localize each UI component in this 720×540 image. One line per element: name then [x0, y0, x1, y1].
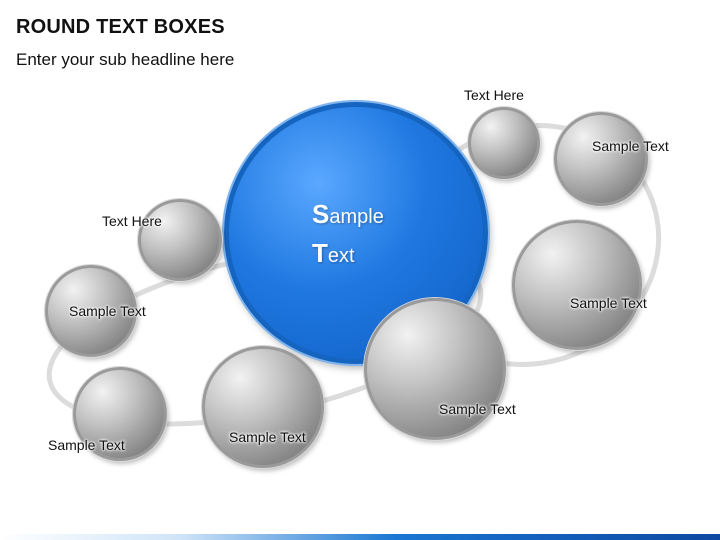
bubble-bottom-mid[interactable] — [202, 346, 324, 468]
bubble-bottom-left[interactable] — [73, 367, 167, 461]
bubble-label: Text Here — [102, 213, 162, 229]
bubble-left-mid[interactable] — [45, 265, 137, 357]
bubble-label: Sample Text — [592, 138, 669, 154]
footer-accent-bar — [0, 534, 720, 540]
bubble-bottom-center-large[interactable] — [364, 298, 506, 440]
slide-title: ROUND TEXT BOXES — [16, 16, 225, 38]
bubble-right-large[interactable] — [512, 220, 642, 350]
bubble-label: Sample Text — [570, 295, 647, 311]
bubble-label: Sample Text — [439, 401, 516, 417]
center-circle-text: Sample Text — [312, 199, 384, 268]
bubble-label: Sample Text — [69, 303, 146, 319]
bubble-left-small[interactable] — [138, 199, 222, 281]
slide-subtitle: Enter your sub headline here — [16, 50, 235, 69]
bubble-label: Text Here — [464, 87, 524, 103]
bubble-top-small[interactable] — [468, 107, 540, 179]
bubble-label: Sample Text — [48, 437, 125, 453]
bubble-label: Sample Text — [229, 429, 306, 445]
bubble-top-right[interactable] — [554, 112, 648, 206]
